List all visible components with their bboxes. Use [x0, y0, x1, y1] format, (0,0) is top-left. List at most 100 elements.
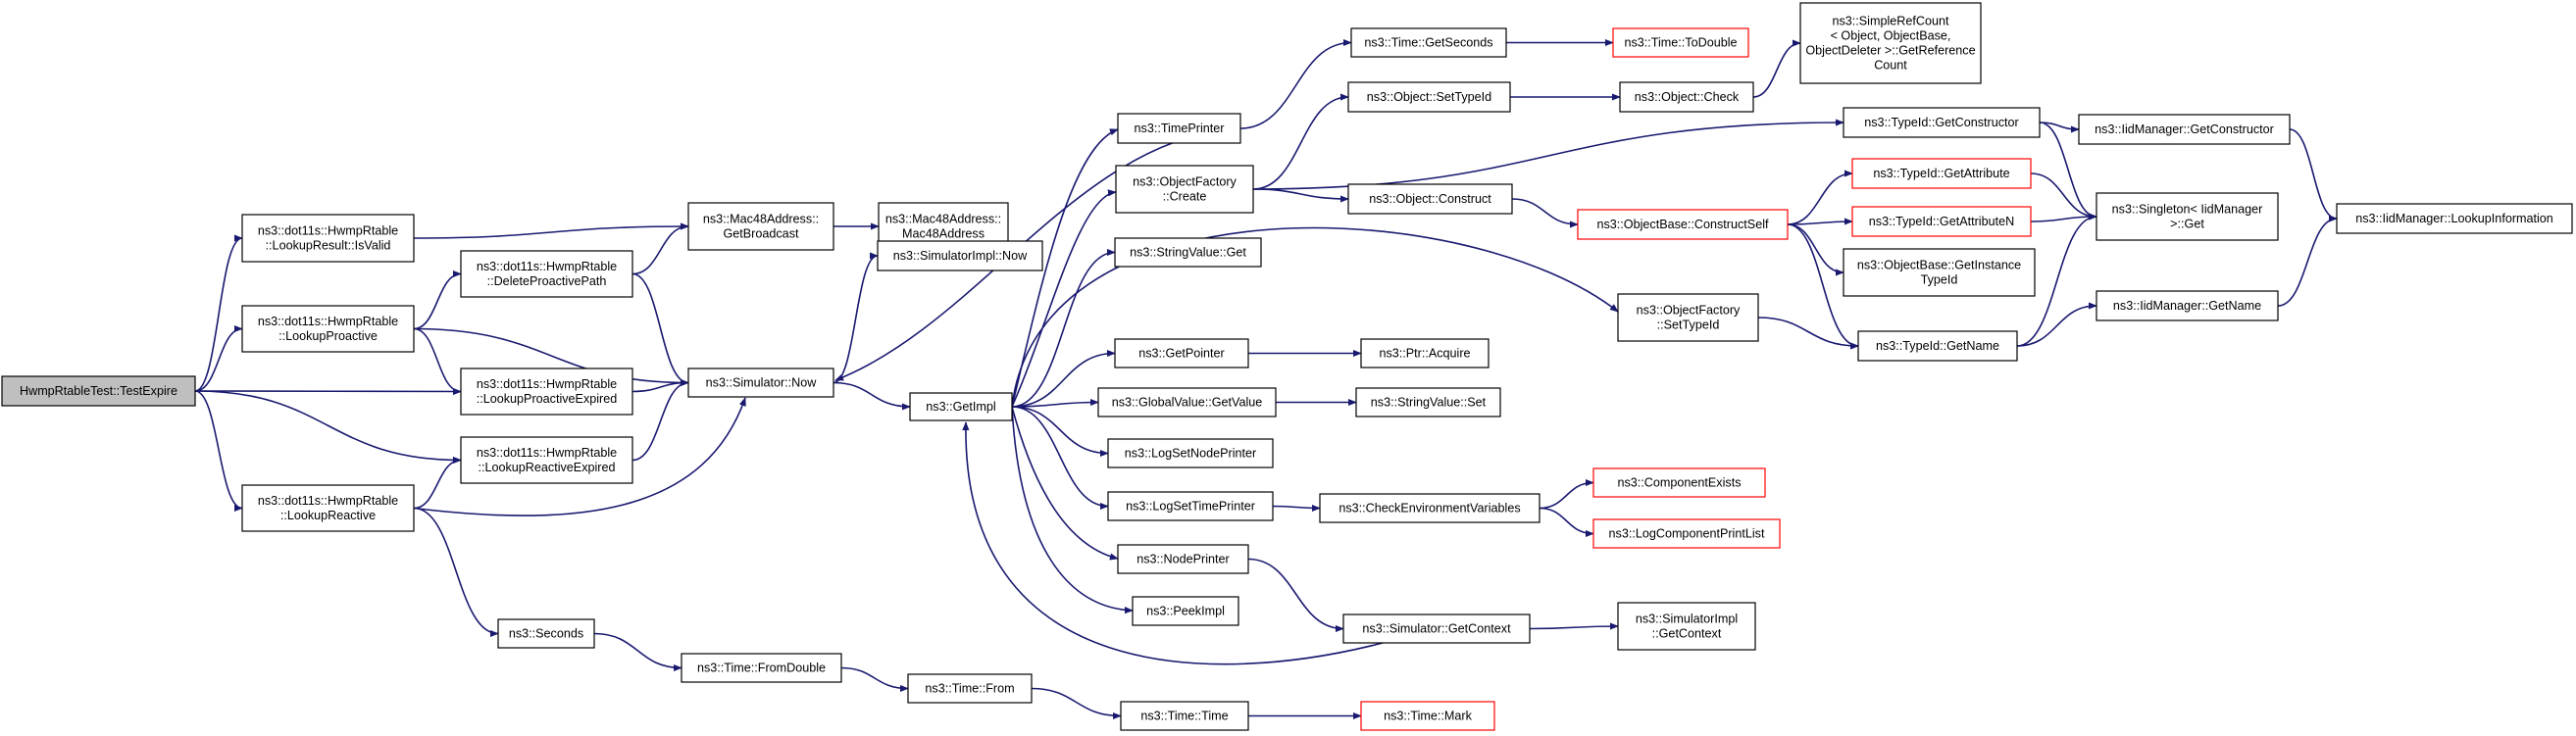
node-typeidgetname[interactable]: ns3::TypeId::GetName: [1857, 330, 2018, 362]
call-edge-getimpl-to-getpointer: [1011, 349, 1116, 408]
node-timefrom[interactable]: ns3::Time::From: [907, 673, 1033, 704]
node-box: [2096, 192, 2279, 241]
node-label-line: ns3::TypeId::GetAttribute: [1873, 167, 2009, 180]
node-peekimpl[interactable]: ns3::PeekImpl: [1132, 596, 1239, 626]
call-edge-logsettime-to-checkenv: [1272, 504, 1321, 513]
node-root[interactable]: HwmpRtableTest::TestExpire: [1, 375, 196, 407]
node-typeidgetattrn[interactable]: ns3::TypeId::GetAttributeN: [1851, 206, 2032, 237]
node-label-line: ns3::dot11s::HwmpRtable: [477, 260, 617, 273]
node-label-line: ::LookupResult::IsValid: [266, 239, 391, 253]
call-edge-ofsettypeid-to-typeidgetname: [1757, 317, 1859, 350]
node-checkenv[interactable]: ns3::CheckEnvironmentVariables: [1319, 493, 1541, 523]
node-getbroadcast[interactable]: ns3::Mac48Address::GetBroadcast: [687, 202, 834, 251]
call-edge-getimpl-to-peekimpl: [1011, 406, 1134, 614]
node-label-line: ns3::SimulatorImpl::Now: [893, 249, 1028, 263]
node-iidgetname[interactable]: ns3::IidManager::GetName: [2096, 290, 2279, 321]
node-stringvalueget[interactable]: ns3::StringValue::Get: [1114, 237, 1262, 268]
node-box: [1577, 209, 1789, 240]
node-box: [1342, 613, 1531, 644]
node-fromdouble[interactable]: ns3::Time::FromDouble: [681, 653, 842, 683]
node-box: [1114, 338, 1249, 368]
node-constructself[interactable]: ns3::ObjectBase::ConstructSelf: [1577, 209, 1789, 240]
node-nodeprinter[interactable]: ns3::NodePrinter: [1117, 544, 1249, 574]
node-objconstruct[interactable]: ns3::Object::Construct: [1347, 183, 1513, 215]
node-label-line: ns3::CheckEnvironmentVariables: [1339, 502, 1520, 515]
node-getimpl[interactable]: ns3::GetImpl: [909, 392, 1013, 421]
node-label-line: ns3::Time::Time: [1140, 710, 1228, 723]
node-simgetcontext[interactable]: ns3::Simulator::GetContext: [1342, 613, 1531, 644]
node-label-line: ns3::ObjectFactory: [1637, 304, 1741, 318]
node-objsettypeid[interactable]: ns3::Object::SetTypeId: [1347, 81, 1511, 113]
node-box: [1355, 387, 1501, 417]
node-timemark[interactable]: ns3::Time::Mark: [1360, 701, 1495, 731]
call-edges: [194, 38, 2338, 720]
node-box: [1851, 158, 2032, 189]
node-label-line: HwmpRtableTest::TestExpire: [20, 384, 177, 398]
node-singletonget[interactable]: ns3::Singleton< IidManager>::Get: [2096, 192, 2279, 241]
node-simnow[interactable]: ns3::Simulator::Now: [687, 368, 834, 398]
node-typeidgetattr[interactable]: ns3::TypeId::GetAttribute: [1851, 158, 2032, 189]
call-edge-root-to-lookupproactive: [194, 324, 243, 392]
node-lookupreactive[interactable]: ns3::dot11s::HwmpRtable::LookupReactive: [241, 484, 415, 532]
node-logsettime[interactable]: ns3::LogSetTimePrinter: [1107, 491, 1274, 521]
node-box: [1107, 438, 1274, 468]
node-box: [460, 436, 633, 484]
node-box: [1107, 491, 1274, 521]
call-edge-seconds-to-fromdouble: [593, 632, 682, 672]
call-edge-isvalid-to-getbroadcast: [413, 222, 689, 239]
node-logcompprint[interactable]: ns3::LogComponentPrintList: [1592, 518, 1781, 549]
node-lrexpired[interactable]: ns3::dot11s::HwmpRtable::LookupReactiveE…: [460, 436, 633, 484]
node-box: [1360, 338, 1490, 368]
node-todouble[interactable]: ns3::Time::ToDouble: [1612, 27, 1749, 58]
node-typeidgetctor[interactable]: ns3::TypeId::GetConstructor: [1843, 107, 2041, 138]
node-label-line: ns3::Simulator::Now: [706, 376, 818, 390]
node-box: [241, 305, 415, 353]
node-box: [1, 375, 196, 407]
node-label-line: ns3::GlobalValue::GetValue: [1112, 396, 1263, 410]
node-box: [2078, 114, 2291, 145]
node-lookupproactive[interactable]: ns3::dot11s::HwmpRtable::LookupProactive: [241, 305, 415, 353]
node-compexists[interactable]: ns3::ComponentExists: [1592, 467, 1766, 498]
node-box: [1117, 113, 1241, 144]
node-simimplnow[interactable]: ns3::SimulatorImpl::Now: [877, 240, 1043, 271]
node-box: [1132, 596, 1239, 626]
node-label-line: ns3::StringValue::Set: [1371, 396, 1487, 410]
node-ptracquire[interactable]: ns3::Ptr::Acquire: [1360, 338, 1490, 368]
node-label-line: ns3::Time::From: [925, 682, 1014, 696]
node-globalvalue[interactable]: ns3::GlobalValue::GetValue: [1097, 387, 1277, 417]
node-label-line: ns3::TypeId::GetName: [1876, 339, 1999, 353]
node-isvalid[interactable]: ns3::dot11s::HwmpRtable::LookupResult::I…: [241, 214, 415, 263]
node-iidlookup[interactable]: ns3::IidManager::LookupInformation: [2336, 203, 2573, 234]
node-label-line: ns3::ObjectBase::GetInstance: [1857, 259, 2021, 272]
node-box: [1617, 293, 1759, 342]
node-stringvalueset[interactable]: ns3::StringValue::Set: [1355, 387, 1501, 417]
node-timetime[interactable]: ns3::Time::Time: [1120, 701, 1249, 731]
node-label-line: ns3::TypeId::GetAttributeN: [1869, 215, 2014, 228]
node-label-line: ns3::Object::SetTypeId: [1367, 90, 1491, 104]
call-edge-root-to-isvalid: [194, 234, 243, 392]
node-box: [1592, 518, 1781, 549]
node-getpointer[interactable]: ns3::GetPointer: [1114, 338, 1249, 368]
call-edge-objfactorycreate-to-typeidgetctor: [1252, 119, 1844, 190]
node-iidgetctor[interactable]: ns3::IidManager::GetConstructor: [2078, 114, 2291, 145]
node-label-line: ns3::IidManager::GetName: [2113, 299, 2261, 313]
node-simimplgetcontext[interactable]: ns3::SimulatorImpl::GetContext: [1617, 602, 1756, 651]
node-label-line: >::Get: [2170, 218, 2204, 231]
node-label-line: ::GetContext: [1652, 627, 1722, 641]
node-timeprinter[interactable]: ns3::TimePrinter: [1117, 113, 1241, 144]
node-deleteproactive[interactable]: ns3::dot11s::HwmpRtable::DeleteProactive…: [460, 250, 633, 298]
node-lpexpired[interactable]: ns3::dot11s::HwmpRtable::LookupProactive…: [460, 368, 633, 416]
node-logsetnode[interactable]: ns3::LogSetNodePrinter: [1107, 438, 1274, 468]
node-refcount[interactable]: ns3::SimpleRefCount< Object, ObjectBase,…: [1799, 2, 1982, 84]
node-label-line: ns3::ObjectFactory: [1133, 175, 1237, 189]
node-objcheck[interactable]: ns3::Object::Check: [1619, 81, 1754, 113]
node-ofsettypeid[interactable]: ns3::ObjectFactory::SetTypeId: [1617, 293, 1759, 342]
call-edge-getimpl-to-logsetnode: [1011, 406, 1109, 458]
node-label-line: ns3::Mac48Address::: [703, 213, 819, 226]
node-seconds[interactable]: ns3::Seconds: [497, 618, 595, 649]
node-label-line: ns3::dot11s::HwmpRtable: [477, 377, 617, 391]
node-getseconds[interactable]: ns3::Time::GetSeconds: [1350, 27, 1507, 58]
node-objfactorycreate[interactable]: ns3::ObjectFactory::Create: [1115, 165, 1254, 214]
node-label-line: ns3::Time::FromDouble: [697, 662, 826, 675]
